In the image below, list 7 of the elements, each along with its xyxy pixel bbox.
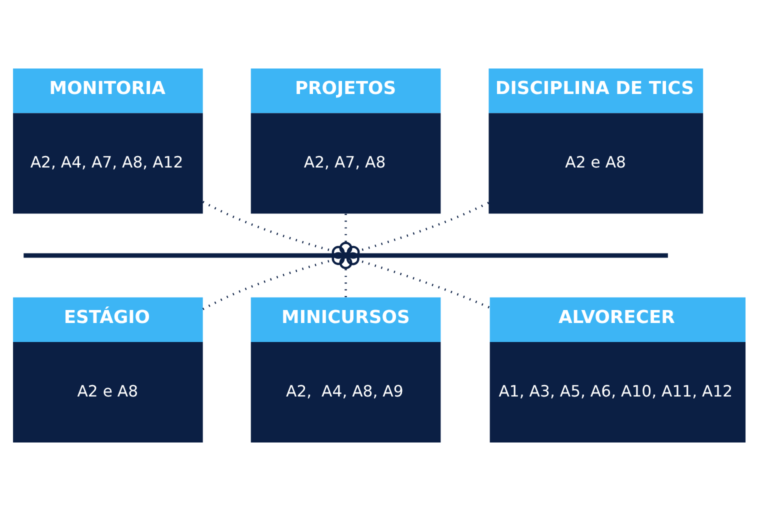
connector	[346, 252, 490, 308]
connector	[202, 200, 345, 259]
connector	[346, 202, 490, 259]
node-bar	[24, 253, 668, 258]
connector	[339, 214, 352, 255]
connector	[202, 252, 345, 310]
connector	[339, 256, 352, 298]
